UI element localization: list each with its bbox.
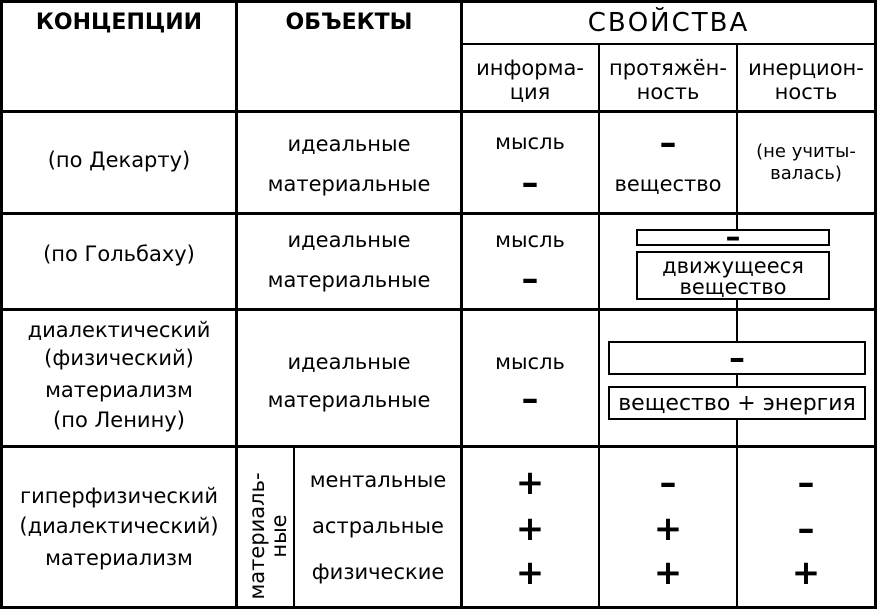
col-sep-extent-bottom — [736, 420, 738, 609]
row4-group-label: материаль- ные — [245, 456, 294, 616]
row4-inertia-mental: – — [797, 463, 815, 503]
row3-info-thought: мысль — [495, 350, 565, 374]
row3-concept-2: (физический) — [44, 346, 194, 370]
row3-box-top-dash: – — [729, 339, 745, 377]
col-sep-objects — [460, 0, 463, 609]
row3-concept-4: (по Ленину) — [53, 408, 185, 432]
row1-concept: (по Декарту) — [47, 148, 191, 172]
row2-info-thought: мысль — [495, 228, 565, 252]
col-sep-extent-mid — [736, 373, 738, 388]
row3-concept-1: диалектический — [27, 318, 211, 342]
row4-concept-3: материализм — [45, 546, 193, 570]
header-extent-2: ность — [636, 80, 700, 104]
header-properties: СВОЙСТВА — [587, 8, 750, 38]
col-sep-concepts — [235, 0, 238, 609]
col-sep-extent-upper — [736, 43, 738, 230]
row4-group-label-1: материаль- — [245, 472, 269, 600]
row1-info-thought: мысль — [495, 130, 565, 154]
header-inertia-2: ность — [774, 80, 838, 104]
row4-inertia-physical: + — [791, 553, 821, 593]
row4-object-physical: физические — [311, 560, 445, 584]
row1-info-dash: – — [521, 163, 539, 203]
row2-box-top-dash: – — [725, 220, 741, 255]
row4-info-astral: + — [515, 509, 545, 549]
row3-box-top: – — [608, 341, 866, 375]
row3-object-ideal: идеальные — [287, 350, 411, 374]
frame-top — [0, 0, 877, 3]
row-sep-3 — [0, 308, 877, 311]
row2-box-top: – — [636, 221, 830, 255]
row3-info-dash: – — [521, 379, 539, 419]
col-sep-extent-lower — [736, 300, 738, 342]
row4-info-mental: + — [515, 463, 545, 503]
header-info-1: информа- — [476, 56, 584, 80]
row4-extent-mental: – — [659, 463, 677, 503]
row3-box-bottom-text: вещество + энергия — [618, 391, 856, 416]
row2-object-ideal: идеальные — [287, 228, 411, 252]
frame-left — [0, 0, 3, 609]
col-sep-group — [293, 445, 295, 609]
row4-concept-2: (диалектический) — [19, 514, 219, 538]
row1-extent-dash: – — [659, 123, 677, 163]
row4-inertia-astral: – — [797, 509, 815, 549]
row1-object-material: материальные — [267, 172, 431, 196]
row2-box-bottom-line2: вещество — [679, 275, 787, 299]
row3-object-material: материальные — [267, 388, 431, 412]
row3-box-bottom: вещество + энергия — [608, 386, 866, 420]
row1-object-ideal: идеальные — [287, 132, 411, 156]
header-info-2: ция — [509, 80, 551, 104]
header-concepts: КОНЦЕПЦИИ — [35, 10, 203, 35]
row-sep-2 — [0, 212, 877, 215]
row2-box-bottom-line1: движущееся — [662, 254, 804, 278]
properties-underline — [460, 43, 877, 45]
row2-info-dash: – — [521, 259, 539, 299]
row2-object-material: материальные — [267, 268, 431, 292]
header-extent-1: протяжён- — [609, 56, 727, 80]
row2-box-bottom: движущееся вещество — [636, 251, 830, 300]
row4-concept-1: гиперфизический — [20, 484, 218, 508]
frame-right — [874, 0, 877, 609]
row3-concept-3: материализм — [45, 378, 193, 402]
row1-inertia-note-1: (не учиты- — [756, 141, 856, 162]
row1-extent-substance: вещество — [614, 172, 722, 196]
row4-object-astral: астральные — [312, 514, 444, 538]
row-sep-4 — [0, 445, 877, 448]
header-inertia-1: инерцион- — [748, 56, 864, 80]
row4-object-mental: ментальные — [309, 468, 447, 492]
row1-inertia-note-2: валась) — [770, 163, 842, 184]
row4-extent-astral: + — [653, 509, 683, 549]
row-sep-1 — [0, 110, 877, 113]
row4-extent-physical: + — [653, 553, 683, 593]
row2-concept: (по Гольбаху) — [43, 242, 195, 266]
header-objects: ОБЪЕКТЫ — [285, 10, 413, 35]
row4-info-physical: + — [515, 553, 545, 593]
frame-bottom — [0, 606, 877, 609]
col-sep-info — [598, 43, 600, 609]
row4-group-label-2: ные — [267, 514, 291, 558]
